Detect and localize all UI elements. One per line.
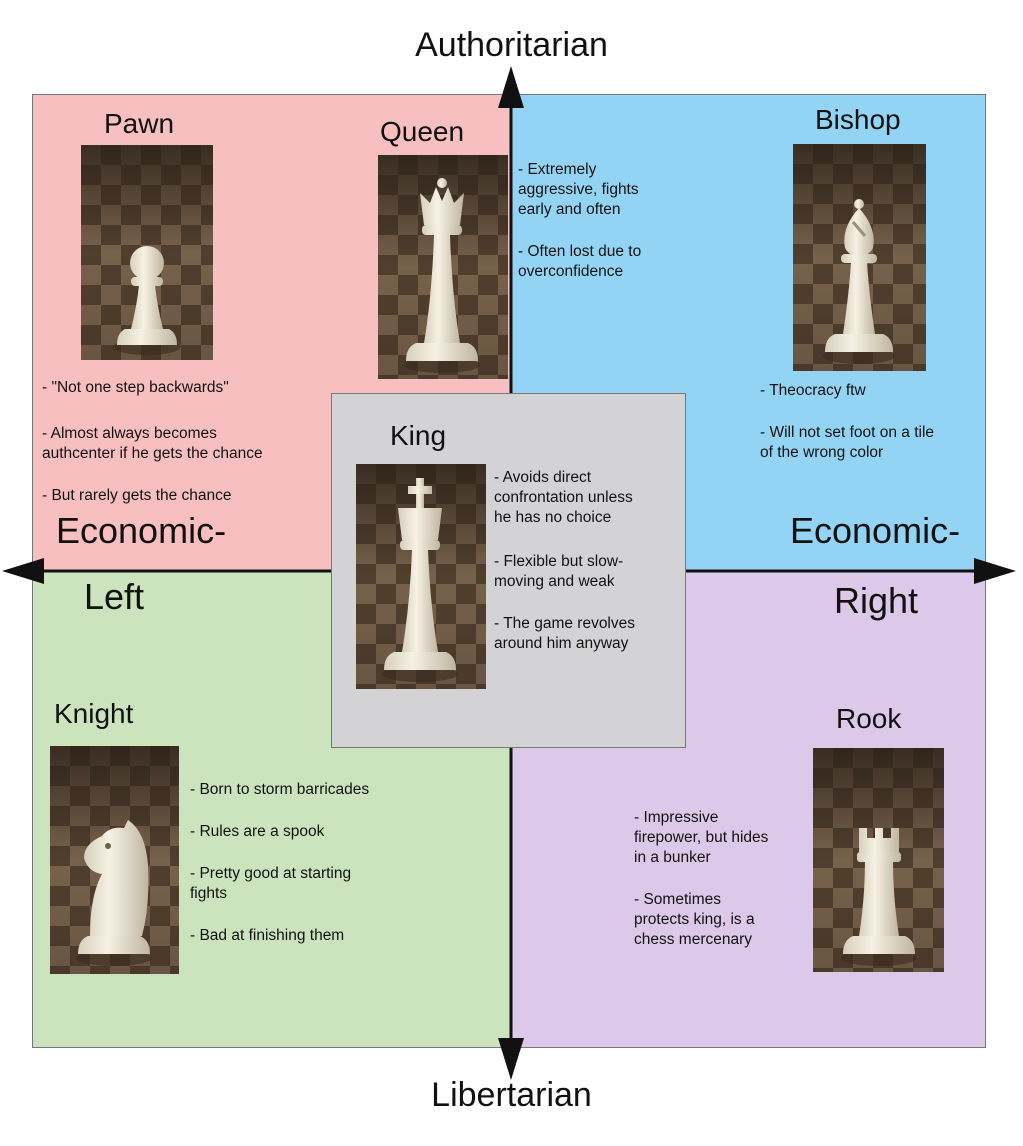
axis-label-right-line2: Right xyxy=(834,580,919,621)
rook-name: Rook xyxy=(836,703,902,734)
bishop-name: Bishop xyxy=(815,104,901,135)
arrow-left-icon xyxy=(2,558,44,584)
axis-label-right-line1: Economic- xyxy=(790,510,961,551)
rook-icon xyxy=(813,748,944,972)
rook-note-1: - Impressive firepower, but hides in a b… xyxy=(634,809,769,866)
pawn-photo xyxy=(81,145,213,360)
arrow-right-icon xyxy=(974,558,1016,584)
axis-title-authoritarian: Authoritarian xyxy=(415,26,608,64)
arrow-down-icon xyxy=(498,1038,524,1080)
queen-note-1: - Extremely aggressive, fights early and… xyxy=(518,161,639,218)
knight-note-3: - Pretty good at starting fights xyxy=(190,865,352,902)
pawn-name: Pawn xyxy=(104,108,175,139)
axis-label-left-line2: Left xyxy=(84,576,145,617)
arrow-up-icon xyxy=(498,66,524,108)
king-note-2: - Flexible but slow- moving and weak xyxy=(494,553,624,590)
pawn-note-1: - "Not one step backwards" xyxy=(42,379,229,396)
queen-name: Queen xyxy=(380,116,465,147)
queen-icon xyxy=(378,155,508,379)
bishop-icon xyxy=(793,144,926,371)
knight-photo xyxy=(50,746,179,974)
king-photo xyxy=(356,464,486,689)
bishop-note-1: - Theocracy ftw xyxy=(760,382,866,399)
queen-note-2: - Often lost due to overconfidence xyxy=(518,243,642,280)
pawn-note-2: - Almost always becomes authcenter if he… xyxy=(42,425,263,462)
rook-photo xyxy=(813,748,944,972)
king-note-1: - Avoids direct confrontation unless he … xyxy=(494,469,633,526)
rook-note-2: - Sometimes protects king, is a chess me… xyxy=(634,891,755,948)
knight-note-2: - Rules are a spook xyxy=(190,823,325,840)
king-icon xyxy=(356,464,486,689)
knight-icon xyxy=(50,746,179,974)
pawn-icon xyxy=(81,145,213,360)
bishop-photo xyxy=(793,144,926,371)
knight-note-4: - Bad at finishing them xyxy=(190,927,345,944)
axis-label-left-line1: Economic- xyxy=(56,510,227,551)
king-note-3: - The game revolves around him anyway xyxy=(494,615,635,652)
pawn-note-3: - But rarely gets the chance xyxy=(42,487,232,504)
queen-photo xyxy=(378,155,508,379)
knight-note-1: - Born to storm barricades xyxy=(190,781,370,798)
knight-name: Knight xyxy=(54,698,134,729)
axis-title-libertarian: Libertarian xyxy=(431,1076,592,1114)
king-name: King xyxy=(390,420,447,451)
bishop-note-2: - Will not set foot on a tile of the wro… xyxy=(760,424,935,461)
